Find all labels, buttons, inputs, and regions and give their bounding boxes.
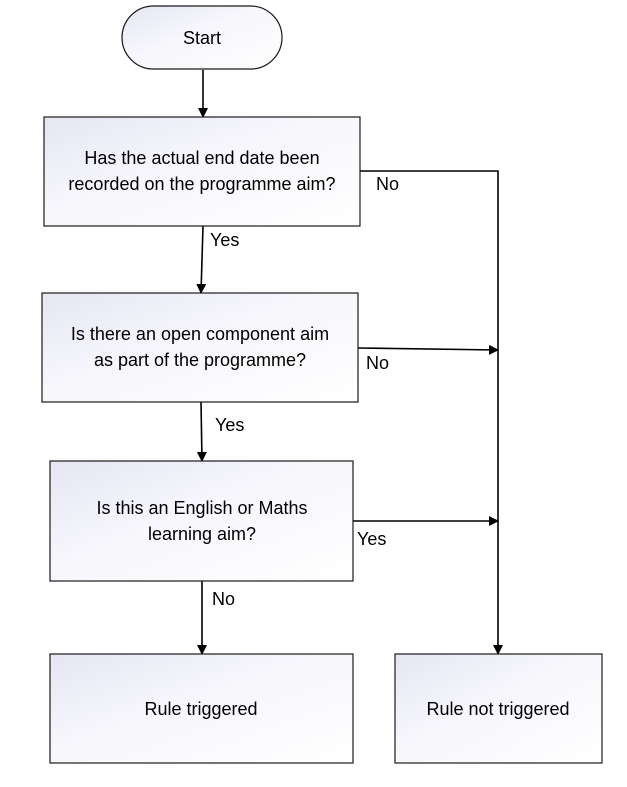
decision-english-maths-box: Is this an English or Maths learning aim… — [49, 460, 354, 582]
edge-end-date-yes — [196, 225, 207, 294]
start-label: Start — [183, 28, 221, 48]
edge-label-open-component-no: No — [366, 353, 389, 373]
rule-not-triggered-label: Rule not triggered — [426, 699, 569, 719]
decision-open-component-line2: as part of the programme? — [94, 350, 306, 370]
edge-label-english-maths-yes: Yes — [357, 529, 386, 549]
connectors — [196, 70, 503, 655]
decision-end-date-line1: Has the actual end date been — [84, 148, 319, 168]
decision-end-date-line2: recorded on the programme aim? — [68, 174, 335, 194]
edge-open-component-no — [357, 344, 499, 355]
start-terminator: Start — [121, 5, 283, 70]
edge-open-component-yes — [196, 401, 207, 462]
edge-label-end-date-yes: Yes — [210, 230, 239, 250]
decision-open-component-box: Is there an open component aim as part o… — [41, 292, 359, 403]
rule-triggered-box: Rule triggered — [49, 653, 354, 764]
rule-not-triggered-box: Rule not triggered — [394, 653, 603, 764]
decision-english-maths-line2: learning aim? — [148, 524, 256, 544]
decision-open-component-line1: Is there an open component aim — [71, 324, 329, 344]
edge-label-end-date-no: No — [376, 174, 399, 194]
edge-label-open-component-yes: Yes — [215, 415, 244, 435]
edge-label-english-maths-no: No — [212, 589, 235, 609]
rule-triggered-label: Rule triggered — [144, 699, 257, 719]
edge-end-date-no — [360, 170, 503, 655]
decision-english-maths-line1: Is this an English or Maths — [96, 498, 307, 518]
decision-end-date-box: Has the actual end date been recorded on… — [43, 116, 361, 227]
